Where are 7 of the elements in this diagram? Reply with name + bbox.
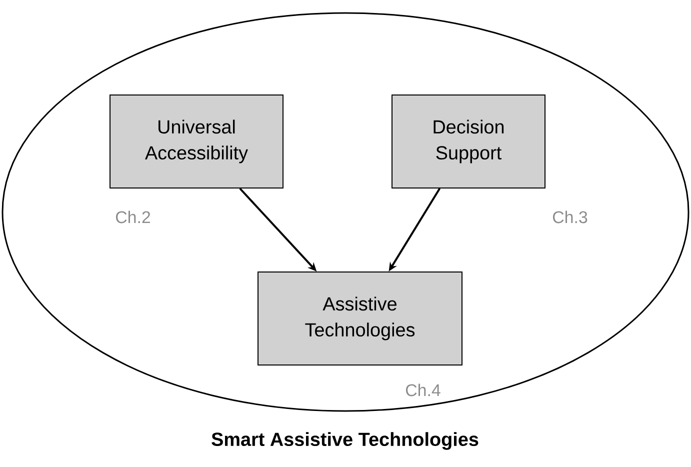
chapter-label: Ch.4 [406,384,440,396]
process-box: Assistive Technologies [258,272,462,366]
process-box: Universal Accessibility [110,94,284,188]
chapter-label: Ch.2 [116,210,150,224]
chapter-label: Ch.3 [552,210,588,224]
title: Smart Assistive Technologies [212,432,478,450]
process-box: Decision Support [392,94,546,188]
